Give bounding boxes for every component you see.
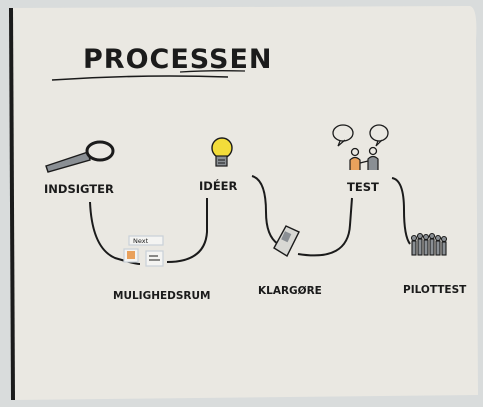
board-left-edge [9, 8, 15, 400]
step-label-indsigter: INDSIGTER [44, 182, 114, 196]
connector-3 [251, 175, 279, 245]
step-label-test: TEST [347, 180, 379, 194]
page-title: PROCESSEN [83, 44, 273, 75]
step-label-pilottest: PILOTTEST [403, 284, 467, 296]
sticky-notes-icon: Next [123, 235, 164, 267]
connector-1 [89, 201, 141, 265]
step-label-klargore: KLARGØRE [258, 285, 322, 297]
connector-4 [297, 197, 353, 257]
title-underline-2 [179, 70, 246, 73]
magnifying-glass-icon [45, 140, 115, 173]
crowd-icon [410, 232, 448, 256]
people-talking-icon [332, 124, 389, 170]
step-label-mulighedsrum: MULIGHEDSRUM [113, 290, 211, 302]
speech-bubble-icon [369, 124, 389, 142]
step-label-ideer: IDÉER [199, 178, 238, 193]
connector-5 [391, 177, 411, 245]
sticky-note-text: Next [133, 237, 149, 245]
paper-sheet [10, 6, 478, 400]
process-path [89, 175, 411, 265]
connector-2 [166, 198, 208, 263]
lightbulb-icon [211, 137, 233, 167]
phone-prototype-icon [273, 225, 300, 257]
title-underline [51, 75, 229, 81]
